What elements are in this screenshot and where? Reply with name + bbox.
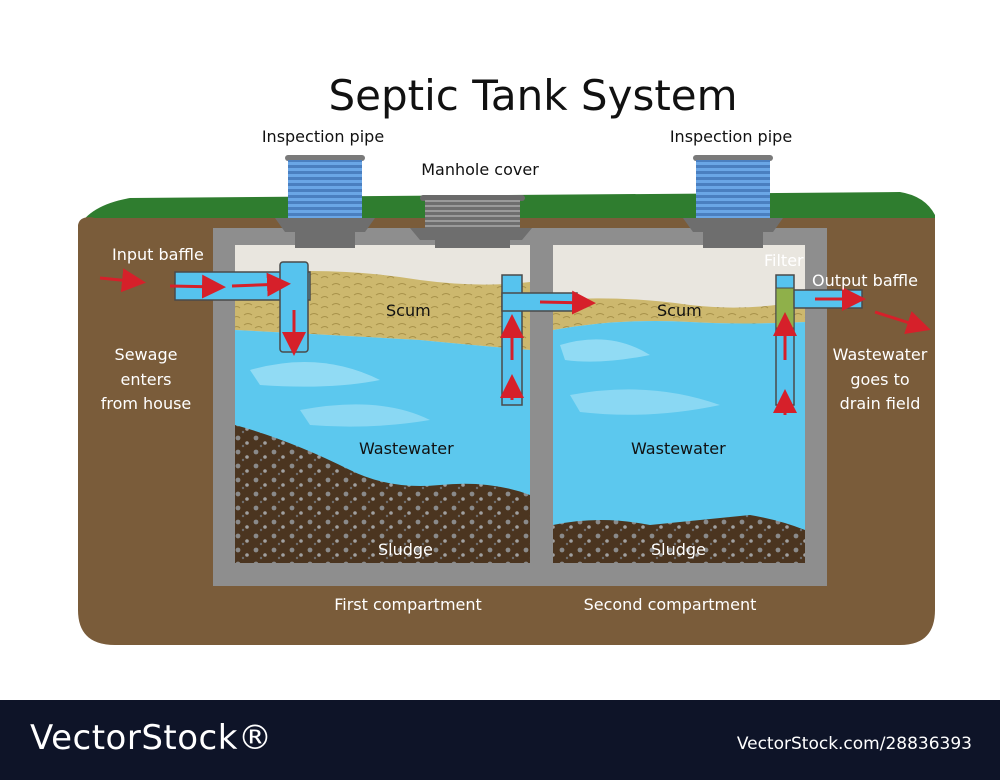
label-first-compartment: First compartment bbox=[334, 595, 482, 614]
arrow-transfer bbox=[539, 290, 596, 315]
label-filter: Filter bbox=[764, 251, 804, 270]
page-title: Septic Tank System bbox=[328, 71, 737, 120]
footer-url[interactable]: VectorStock.com/28836393 bbox=[736, 734, 972, 754]
arrow-out-2 bbox=[874, 310, 931, 334]
label-scum-right: Scum bbox=[657, 301, 702, 320]
label-inspection-pipe-left: Inspection pipe bbox=[262, 127, 384, 146]
label-inspection-pipe-right: Inspection pipe bbox=[670, 127, 792, 146]
first-compartment bbox=[235, 245, 530, 563]
footer-brand[interactable]: VectorStock® bbox=[30, 718, 273, 758]
wastewater-right bbox=[553, 321, 805, 563]
scum-layer-right bbox=[553, 298, 805, 330]
label-sludge-left: Sludge bbox=[378, 540, 433, 559]
label-output-baffle: Output baffle bbox=[812, 271, 918, 290]
label-sludge-right: Sludge bbox=[651, 540, 706, 559]
label-wastewater-left: Wastewater bbox=[359, 439, 454, 458]
label-second-compartment: Second compartment bbox=[584, 595, 757, 614]
sludge-layer-right bbox=[553, 515, 805, 563]
flow-arrows bbox=[99, 268, 931, 415]
label-scum-left: Scum bbox=[386, 301, 431, 320]
label-input-baffle: Input baffle bbox=[112, 245, 204, 264]
septic-diagram: Septic Tank System bbox=[78, 71, 935, 646]
label-drain-1: Wastewater bbox=[833, 345, 928, 364]
label-sewage-1: Sewage bbox=[115, 345, 178, 364]
label-drain-3: drain field bbox=[840, 394, 921, 413]
label-drain-2: goes to bbox=[850, 370, 909, 389]
arrow-in-3 bbox=[231, 272, 291, 297]
inspection-pipe-left bbox=[275, 155, 375, 248]
label-sewage-2: enters bbox=[120, 370, 171, 389]
second-compartment bbox=[553, 245, 805, 563]
arrow-in-2 bbox=[169, 274, 226, 299]
inspection-pipe-right bbox=[683, 155, 783, 248]
footer-bar: VectorStock® VectorStock.com/28836393 bbox=[0, 700, 1000, 780]
label-manhole-cover: Manhole cover bbox=[421, 160, 539, 179]
label-sewage-3: from house bbox=[101, 394, 192, 413]
arrow-in-1 bbox=[99, 268, 146, 293]
manhole-cover bbox=[410, 195, 532, 248]
label-wastewater-right: Wastewater bbox=[631, 439, 726, 458]
sludge-layer-left bbox=[235, 425, 530, 563]
